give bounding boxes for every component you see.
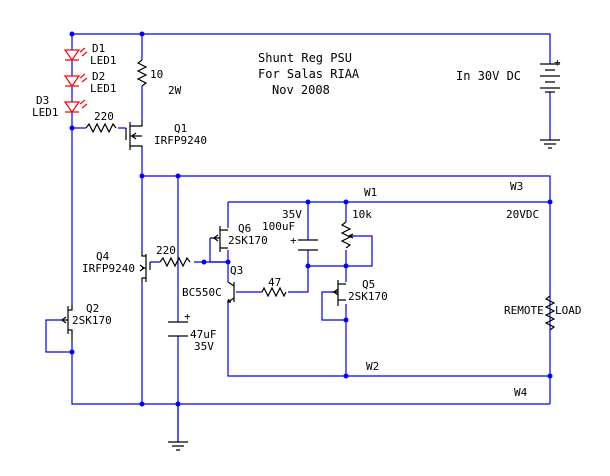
- title-line1: Shunt Reg PSU: [258, 51, 352, 65]
- junction-dot: [175, 401, 181, 407]
- node-w2: W2: [366, 360, 379, 373]
- jfet-q5: [332, 280, 346, 306]
- junction-dot: [139, 173, 145, 179]
- battery-polarity: +: [554, 56, 561, 69]
- node-w4: W4: [514, 386, 528, 399]
- capacitor-100uf: [298, 239, 318, 251]
- wire-q2-source: [71, 342, 550, 405]
- potentiometer-10k: [340, 221, 354, 249]
- ground-symbol-main: [168, 441, 188, 451]
- load-prefix: REMOTE: [504, 304, 544, 317]
- q5-ref: Q5: [362, 278, 375, 291]
- title-line2: For Salas RIAA: [258, 67, 360, 81]
- junction-dot: [175, 173, 181, 179]
- wire-top-rail: [72, 33, 551, 64]
- junction-dot: [139, 31, 145, 37]
- q5-value: 2SK170: [348, 290, 388, 303]
- junction-dot: [139, 401, 145, 407]
- q3-ref: Q3: [230, 264, 243, 277]
- r-q4-gate-value: 220: [156, 244, 176, 257]
- battery-symbol: [540, 63, 560, 93]
- junction-dot: [547, 373, 553, 379]
- wire-pot-column: [345, 202, 373, 267]
- q1-value: IRFP9240: [154, 134, 207, 147]
- junction-dot: [343, 317, 349, 323]
- wire-c100-column: [307, 202, 346, 267]
- junction-dot: [343, 373, 349, 379]
- c-ref-voltage: 35V: [282, 208, 302, 221]
- d3-ref: D3: [36, 94, 49, 107]
- led-d2: [63, 73, 88, 88]
- junction-dot: [343, 199, 349, 205]
- wires: [45, 33, 551, 442]
- led-d3: [63, 99, 88, 114]
- q2-ref: Q2: [86, 302, 99, 315]
- q6-value: 2SK170: [228, 234, 268, 247]
- d1-value: LED1: [90, 54, 117, 67]
- c-ref-polarity: +: [290, 234, 297, 247]
- junction-dots: [69, 31, 553, 407]
- junction-dot: [69, 125, 75, 131]
- mosfet-q1: [125, 120, 143, 150]
- node-w1: W1: [364, 186, 377, 199]
- capacitor-47uf: [168, 321, 188, 337]
- d3-value: LED1: [32, 106, 59, 119]
- pot-value: 10k: [352, 208, 372, 221]
- resistor-47-ohm: [261, 286, 287, 298]
- q4-ref: Q4: [96, 250, 110, 263]
- q4-value: IRFP9240: [82, 262, 135, 275]
- output-voltage: 20VDC: [506, 208, 539, 221]
- mosfet-q4: [139, 252, 151, 282]
- wire-q3-base: [236, 266, 309, 293]
- jfet-q6: [210, 226, 228, 252]
- resistor-q1-gate: [85, 122, 117, 134]
- d1-ref: D1: [92, 42, 105, 55]
- wire-q2-gate-loop: [45, 319, 72, 353]
- c-out-polarity: +: [184, 310, 191, 323]
- remote-load-resistor: [544, 295, 556, 331]
- junction-dot: [69, 349, 75, 355]
- title-line3: Nov 2008: [272, 83, 330, 97]
- node-w3: W3: [510, 180, 523, 193]
- junction-dot: [225, 259, 231, 265]
- junction-dot: [305, 199, 311, 205]
- wire-q5-gate: [321, 266, 347, 376]
- led-d1: [63, 47, 88, 62]
- wire-q6: [209, 202, 229, 263]
- r-q3-base-value: 47: [268, 276, 281, 289]
- ground-symbol-battery: [540, 139, 560, 149]
- wire-w2-rail: [227, 300, 550, 377]
- d2-value: LED1: [90, 82, 117, 95]
- junction-dot: [201, 259, 207, 265]
- q1-ref: Q1: [174, 122, 187, 135]
- r-input-value: 10: [150, 68, 163, 81]
- resistor-10-ohm: [136, 59, 148, 87]
- d2-ref: D2: [92, 70, 105, 83]
- r-input-power: 2W: [168, 84, 182, 97]
- jfet-q2: [61, 304, 73, 342]
- q6-ref: Q6: [238, 222, 251, 235]
- q2-value: 2SK170: [72, 314, 112, 327]
- wire-q1-drain: [141, 148, 551, 404]
- junction-dot: [305, 263, 311, 269]
- c-out-voltage: 35V: [194, 340, 214, 353]
- junction-dot: [343, 263, 349, 269]
- junction-dot: [69, 31, 75, 37]
- supply-label: In 30V DC: [456, 69, 521, 83]
- title-block: Shunt Reg PSU For Salas RIAA Nov 2008: [258, 51, 360, 97]
- c-out-value: 47uF: [190, 328, 217, 341]
- junction-dot: [547, 199, 553, 205]
- bjt-q3: [227, 281, 235, 303]
- r-q1-gate-value: 220: [94, 110, 114, 123]
- resistor-q4-gate: [159, 256, 191, 268]
- load-label: LOAD: [555, 304, 582, 317]
- c-ref-value: 100uF: [262, 220, 295, 233]
- q3-value: BC550C: [182, 286, 222, 299]
